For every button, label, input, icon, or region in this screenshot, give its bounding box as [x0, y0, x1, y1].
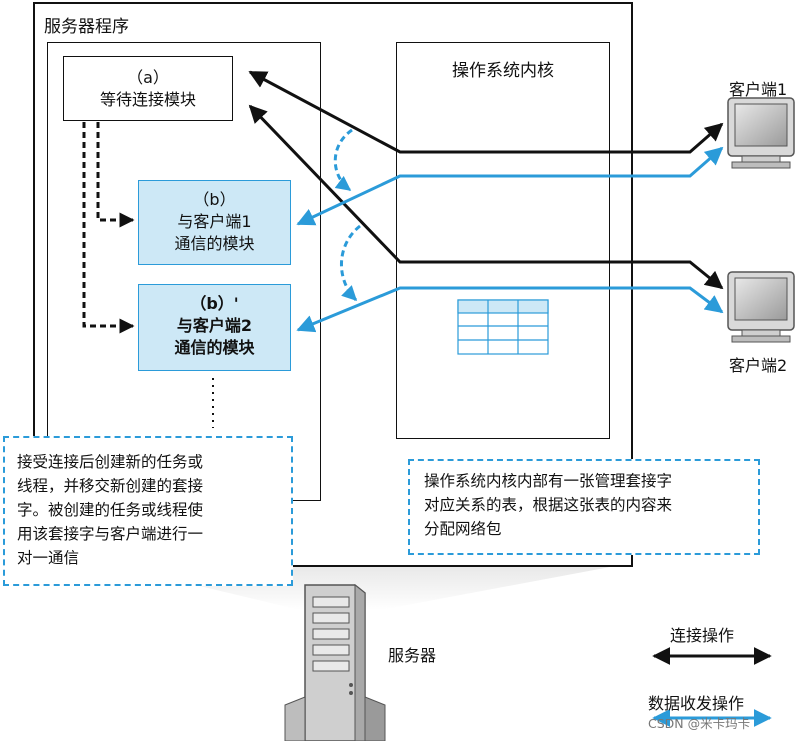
- note-socket-table: 操作系统内核内部有一张管理套接字 对应关系的表，根据这张表的内容来 分配网络包: [408, 459, 760, 555]
- spawn-connector-b: [96, 122, 135, 228]
- client2-label: 客户端2: [729, 356, 788, 375]
- module-b-label-1: 与客户端1: [177, 212, 252, 231]
- note-left-line: 对一通信: [17, 549, 80, 567]
- module-b-label-2: 通信的模块: [174, 234, 255, 253]
- legend-data-label: 数据收发操作: [648, 694, 745, 713]
- module-b2-label-1: 与客户端2: [176, 316, 253, 335]
- server-label: 服务器: [388, 646, 437, 665]
- note-right-line: 分配网络包: [424, 520, 502, 538]
- data-arrow-client2: [296, 286, 724, 333]
- note-right-line: 对应关系的表，根据这张表的内容来: [424, 496, 673, 514]
- handover-arrow-2: [340, 224, 361, 302]
- note-left-line: 接受连接后创建新的任务或: [17, 453, 204, 471]
- note-task-thread: 接受连接后创建新的任务或 线程，并移交新创建的套接 字。被创建的任务或线程使 用…: [3, 436, 293, 586]
- connect-arrow-client2: [248, 104, 724, 290]
- client1-label: 客户端1: [729, 80, 788, 99]
- spawn-connector-b2: [82, 122, 135, 334]
- legend-connect-label: 连接操作: [670, 626, 735, 645]
- module-b2-client2: （b）' 与客户端2 通信的模块: [138, 284, 291, 371]
- module-a-tag: （a）: [127, 68, 169, 87]
- module-b2-label-2: 通信的模块: [174, 338, 255, 357]
- module-b2-tag: （b）': [190, 294, 239, 313]
- module-b-client1: （b） 与客户端1 通信的模块: [138, 180, 291, 265]
- note-left-line: 用该套接字与客户端进行一: [17, 525, 204, 543]
- watermark: CSDN @米卡玛卡: [648, 716, 751, 731]
- connect-arrow-client1: [248, 70, 724, 154]
- data-arrow-client1: [296, 146, 724, 226]
- handover-arrow-1: [333, 128, 353, 192]
- client2-monitor-icon: [727, 271, 795, 343]
- server-program-title: 服务器程序: [44, 17, 129, 37]
- note-left-line: 字。被创建的任务或线程使: [17, 501, 204, 519]
- note-right-line: 操作系统内核内部有一张管理套接字: [424, 472, 673, 490]
- socket-table: [457, 299, 549, 355]
- note-left-line: 线程，并移交新创建的套接: [17, 477, 204, 495]
- module-a-label: 等待连接模块: [99, 90, 196, 109]
- module-b-tag: （b）: [193, 190, 236, 209]
- client1-monitor-icon: [727, 97, 795, 169]
- module-a-wait-connection: （a） 等待连接模块: [63, 56, 233, 121]
- server-tower-icon: [284, 583, 386, 741]
